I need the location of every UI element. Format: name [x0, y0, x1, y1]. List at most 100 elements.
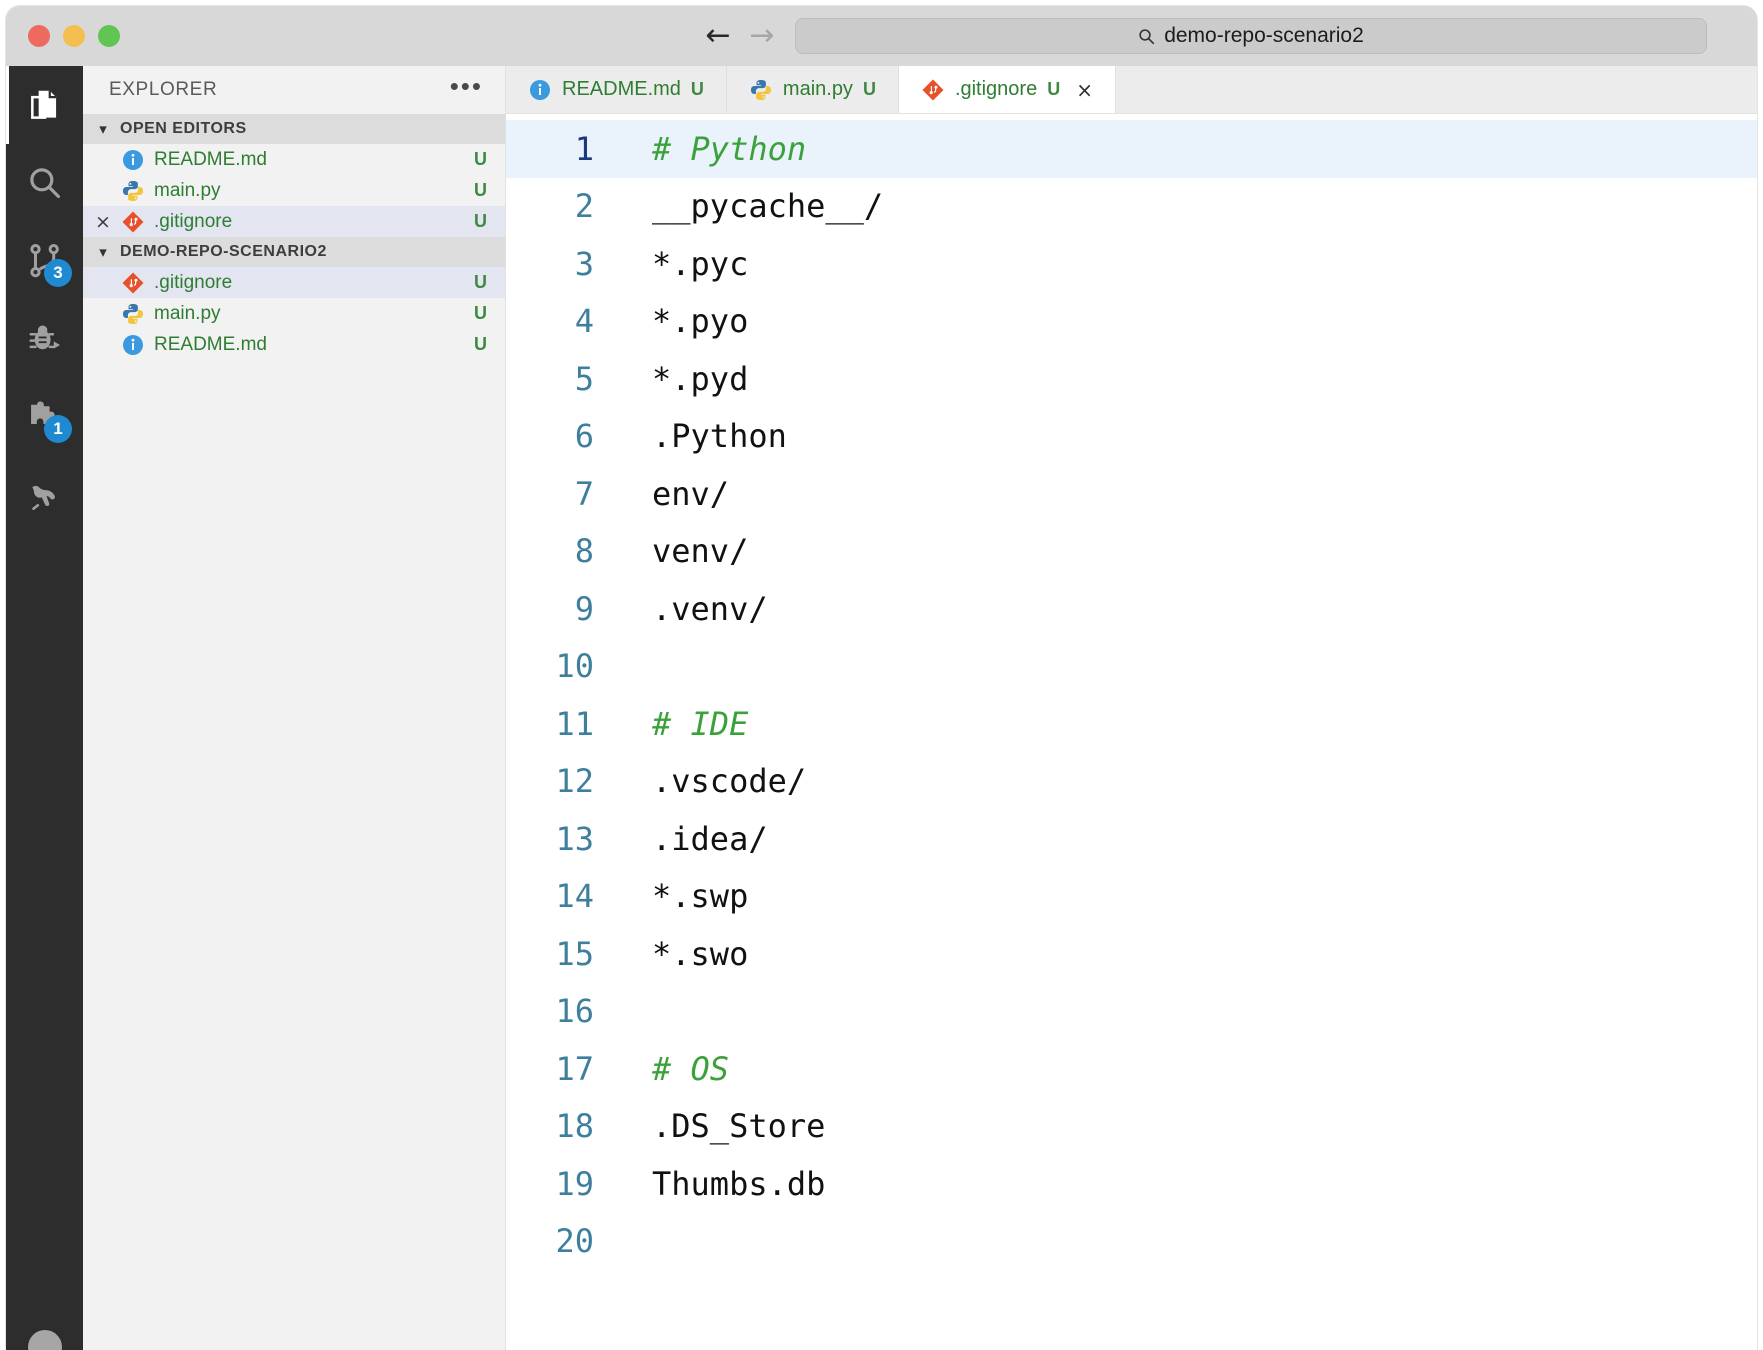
line-text: .DS_Store	[652, 1107, 826, 1146]
code-line[interactable]: 4 *.pyo	[506, 293, 1757, 351]
section-open-editors[interactable]: ▾ OPEN EDITORS	[83, 114, 505, 144]
file-name: main.py	[154, 179, 221, 201]
line-number: 12	[555, 762, 594, 801]
code-line[interactable]: 11# IDE	[506, 695, 1757, 753]
code-line[interactable]: 13 .idea/	[506, 810, 1757, 868]
line-number: 13	[555, 819, 594, 858]
code-line[interactable]: 17# OS	[506, 1040, 1757, 1098]
info-md-icon	[123, 149, 143, 170]
code-line[interactable]: 20	[506, 1213, 1757, 1271]
tab-close-icon[interactable]: ×	[1076, 77, 1093, 102]
open-editor-readme[interactable]: README.md U	[83, 144, 505, 175]
line-text: Thumbs.db	[652, 1164, 826, 1203]
explorer-sidebar: EXPLORER ••• ▾ OPEN EDITORS README.md U	[83, 66, 506, 1350]
line-text: .idea/	[652, 819, 768, 858]
line-text: venv/	[652, 532, 749, 571]
files-icon	[30, 90, 56, 119]
line-number: 8	[574, 532, 594, 571]
maximize-window-button[interactable]	[98, 25, 120, 47]
tab-label: .gitignore	[954, 78, 1038, 100]
kangaroo-icon	[31, 485, 55, 511]
line-number: 6	[574, 417, 594, 456]
code-line[interactable]: 9.venv/	[506, 580, 1757, 638]
code-line[interactable]: 10	[506, 638, 1757, 696]
line-number: 18	[555, 1107, 594, 1146]
explorer-header: EXPLORER •••	[83, 66, 505, 114]
git-status-badge: U	[474, 180, 487, 200]
git-status-badge: U	[474, 303, 487, 323]
git-icon	[922, 79, 944, 100]
tab-label: README.md	[562, 78, 681, 100]
section-workspace-folder[interactable]: ▾ DEMO-REPO-SCENARIO2	[83, 237, 505, 267]
info-md-icon	[530, 79, 550, 100]
python-icon	[750, 79, 771, 100]
open-editor-main-py[interactable]: main.py U	[83, 175, 505, 206]
tab-git-badge: U	[690, 79, 704, 99]
minimize-window-button[interactable]	[63, 25, 85, 47]
git-status-badge: U	[474, 149, 487, 169]
close-window-button[interactable]	[28, 25, 50, 47]
search-input[interactable]: demo-repo-scenario2	[795, 18, 1707, 54]
code-line[interactable]: 2__pycache__/	[506, 178, 1757, 236]
explorer-title: EXPLORER	[109, 79, 218, 100]
tab-readme-md[interactable]: README.md U	[506, 66, 727, 113]
account-avatar-icon[interactable]	[27, 1330, 62, 1350]
line-number: 19	[555, 1164, 594, 1203]
activity-item-explorer[interactable]	[6, 66, 83, 144]
source-control-badge: 3	[44, 259, 72, 287]
code-line[interactable]: 12.vscode/	[506, 753, 1757, 811]
line-number: 3	[574, 244, 594, 283]
line-text: *.pyo	[652, 302, 749, 341]
code-line[interactable]: 5 *.pyd	[506, 350, 1757, 408]
section-label: OPEN EDITORS	[120, 120, 247, 137]
debug-icon	[28, 325, 60, 350]
code-line[interactable]: 6.Python	[506, 408, 1757, 466]
code-line[interactable]: 14*.swp	[506, 868, 1757, 926]
line-number: 20	[555, 1222, 594, 1261]
code-line[interactable]: 3 *.pyc	[506, 235, 1757, 293]
search-icon	[1139, 28, 1155, 44]
line-number: 5	[574, 359, 594, 398]
line-text: *.pyc	[652, 244, 749, 283]
code-line[interactable]: 15*.swo	[506, 925, 1757, 983]
open-editor-gitignore[interactable]: × .gitignore U	[83, 206, 505, 237]
python-icon	[123, 303, 143, 324]
more-actions-icon[interactable]: •••	[449, 71, 483, 101]
code-line[interactable]: 8 venv/	[506, 523, 1757, 581]
activity-item-run-and-debug[interactable]	[6, 300, 83, 378]
line-number: 4	[574, 302, 594, 341]
activity-item-remote-explorer[interactable]	[6, 456, 83, 534]
search-value: demo-repo-scenario2	[1164, 24, 1364, 47]
line-number: 14	[555, 877, 594, 916]
forward-arrow-icon[interactable]: →	[749, 18, 775, 53]
line-number: 10	[555, 647, 594, 686]
activity-bar: 3 1	[6, 66, 83, 1350]
tab-label: main.py	[782, 78, 853, 100]
file-name: .gitignore	[154, 271, 233, 293]
main-frame: 3 1	[6, 66, 1757, 1350]
back-arrow-icon[interactable]: ←	[705, 18, 731, 53]
git-status-badge: U	[474, 334, 487, 354]
close-icon[interactable]: ×	[95, 210, 111, 233]
activity-item-search[interactable]	[6, 144, 83, 222]
code-line[interactable]: 16	[506, 983, 1757, 1041]
code-line[interactable]: 1# Python	[506, 120, 1757, 178]
navigation-controls: ← →	[703, 6, 777, 66]
search-icon	[29, 168, 60, 199]
code-line[interactable]: 19 Thumbs.db	[506, 1155, 1757, 1213]
git-status-badge: U	[474, 272, 487, 292]
tab-git-badge: U	[1047, 79, 1061, 99]
file-row-main-py[interactable]: main.py U	[83, 298, 505, 329]
tab-gitignore[interactable]: .gitignore U ×	[898, 66, 1116, 113]
file-row-readme[interactable]: README.md U	[83, 329, 505, 360]
line-text: *.swo	[652, 934, 749, 973]
line-text: *.pyd	[652, 359, 749, 398]
activity-item-source-control[interactable]: 3	[6, 222, 83, 300]
info-md-icon	[123, 334, 143, 355]
file-row-gitignore[interactable]: .gitignore U	[83, 267, 505, 298]
activity-item-extensions[interactable]: 1	[6, 378, 83, 456]
code-line[interactable]: 18 .DS_Store	[506, 1098, 1757, 1156]
tab-main-py[interactable]: main.py U	[726, 66, 899, 113]
